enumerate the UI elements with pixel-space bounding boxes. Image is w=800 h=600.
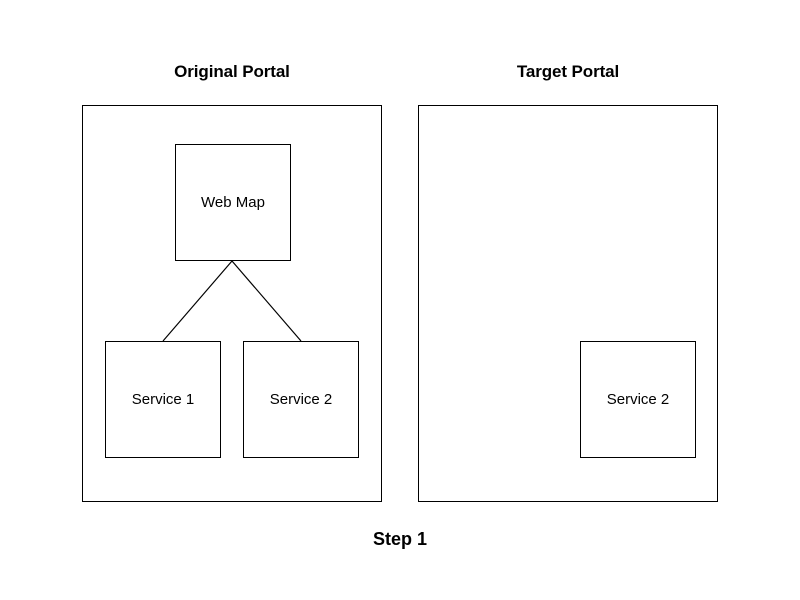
node-service-2-label: Service 2	[269, 391, 333, 408]
node-target-service-2-label: Service 2	[606, 391, 670, 408]
panel-title-original-portal: Original Portal	[174, 62, 290, 81]
node-web-map[interactable]: Web Map	[175, 144, 291, 261]
node-service-1-label: Service 1	[131, 391, 195, 408]
panel-title-target-portal: Target Portal	[516, 62, 620, 81]
node-target-service-2[interactable]: Service 2	[580, 341, 696, 458]
node-service-1[interactable]: Service 1	[105, 341, 221, 458]
node-web-map-label: Web Map	[201, 194, 265, 211]
step-caption: Step 1	[372, 529, 428, 549]
node-service-2[interactable]: Service 2	[243, 341, 359, 458]
